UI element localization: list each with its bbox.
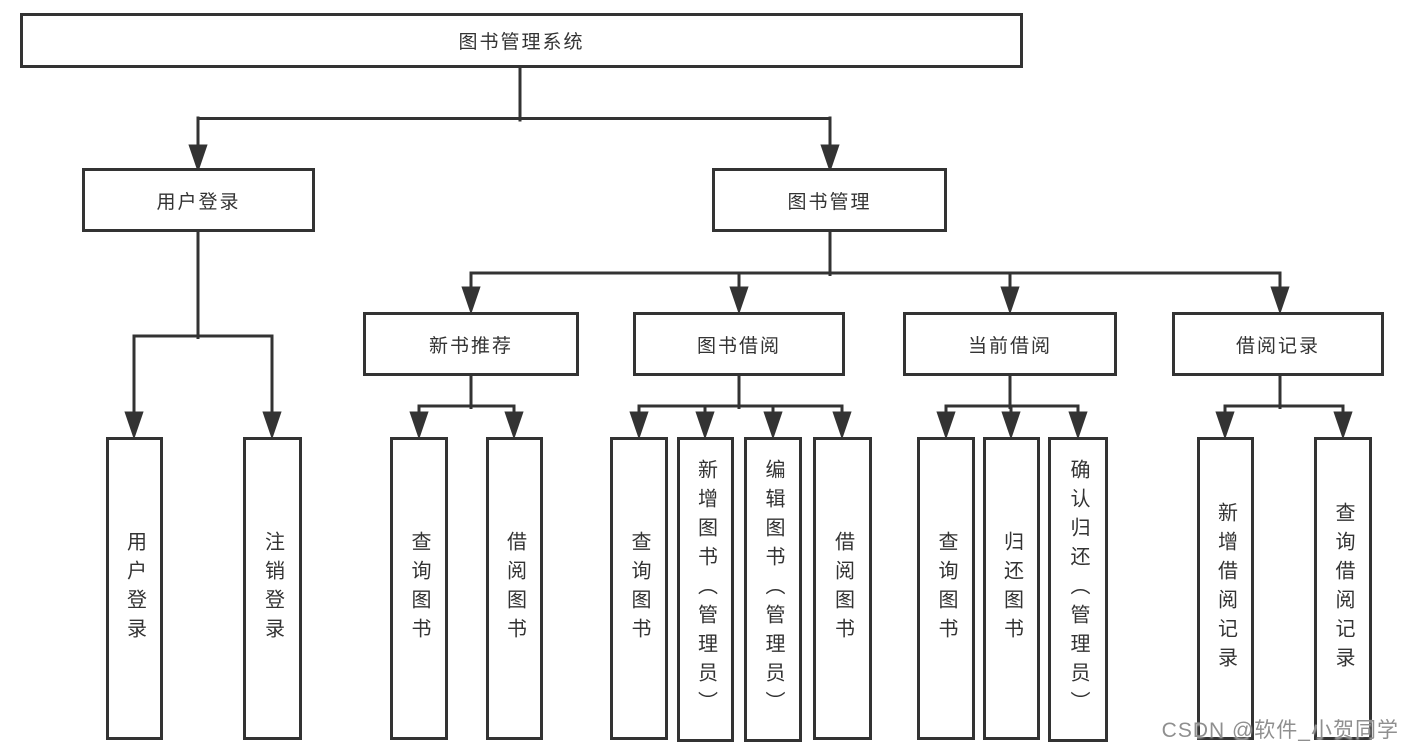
connector-new-book-recommend-to-children [409,374,524,440]
node-label: 新增图书（管理员） [694,459,717,720]
node-library-system: 图书管理系统 [20,13,1023,68]
leaf-current-return-books: 归还图书 [983,437,1040,740]
node-label: 新书推荐 [428,335,513,357]
node-label: 编辑图书（管理员） [762,459,784,720]
connector-book-management-to-level3 [461,230,1290,315]
leaf-borrowing-query-books: 查询图书 [610,437,668,740]
leaf-recommend-borrow-books: 借阅图书 [486,437,543,740]
leaf-records-add-record: 新增借阅记录 [1197,437,1254,740]
leaf-recommend-query-books: 查询图书 [390,437,448,740]
leaf-borrowing-add-books-admin: 新增图书（管理员） [677,437,734,742]
node-label: 图书管理 [787,191,872,213]
node-label: 图书管理系统 [458,32,585,53]
node-label: 用户登录 [156,191,241,213]
node-label: 借阅记录 [1235,335,1320,357]
node-label: 归还图书 [1000,530,1023,647]
node-current-borrowing: 当前借阅 [903,312,1117,376]
node-user-login: 用户登录 [82,168,315,232]
connector-borrowing-records-to-children [1215,374,1353,440]
node-label: 用户登录 [123,530,146,647]
node-borrowing-records: 借阅记录 [1172,312,1384,376]
node-label: 确认归还（管理员） [1067,459,1089,720]
leaf-user-login: 用户登录 [106,437,163,740]
leaf-borrowing-edit-books-admin: 编辑图书（管理员） [744,437,802,742]
node-new-book-recommend: 新书推荐 [363,312,579,376]
node-label: 图书借阅 [696,335,781,357]
leaf-borrowing-borrow-books: 借阅图书 [813,437,872,740]
node-label: 查询图书 [935,530,957,647]
node-label: 借阅图书 [831,530,854,647]
connector-user-login-to-children [124,230,282,440]
node-label: 注销登录 [261,530,284,647]
node-label: 借阅图书 [503,530,526,647]
leaf-current-confirm-return-admin: 确认归还（管理员） [1048,437,1108,742]
node-book-management: 图书管理 [712,168,947,232]
node-label: 查询图书 [408,530,430,647]
connector-book-borrowing-to-children [629,374,852,440]
node-label: 新增借阅记录 [1214,501,1237,676]
leaf-records-query-record: 查询借阅记录 [1314,437,1372,740]
csdn-watermark: CSDN @软件_小贺同学 [1161,719,1399,742]
node-label: 查询图书 [628,530,650,647]
node-label: 查询借阅记录 [1332,501,1354,676]
node-label: 当前借阅 [967,335,1052,357]
leaf-current-query-books: 查询图书 [917,437,975,740]
connector-root-to-level2 [188,66,840,173]
node-book-borrowing: 图书借阅 [633,312,845,376]
connector-current-borrowing-to-children [936,374,1088,440]
leaf-logout: 注销登录 [243,437,302,740]
